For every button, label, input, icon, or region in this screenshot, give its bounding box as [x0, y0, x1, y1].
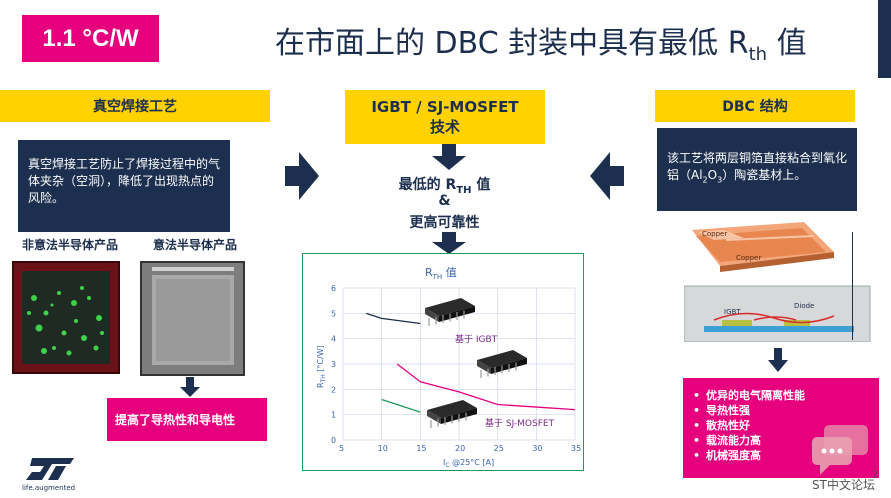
y-tick-label: 3: [331, 360, 336, 369]
y-tick-label: 0: [331, 436, 336, 445]
slide-title: 在市面上的 DBC 封装中具有最低 Rth 值: [275, 18, 875, 66]
vacuum-soldering-description: 真空焊接工艺防止了焊接过程中的气体夹杂（空洞），降低了出现热点的风险。: [18, 140, 230, 232]
logo-tagline: life.augmented: [22, 484, 76, 492]
igbt-annotation: 基于 IGBT: [455, 333, 498, 345]
dbc-diagram: Copper Copper IGBT Diode: [683, 222, 884, 343]
right-down-arrow-icon: [768, 348, 788, 376]
left-arrow-icon: [590, 152, 624, 204]
y-tick-label: 4: [331, 335, 336, 344]
st-product-label: 意法半导体产品: [153, 238, 238, 252]
x-tick-label: 35: [571, 444, 581, 453]
slide-title-subscript: th: [748, 44, 768, 65]
benefit-item: 机械强度高: [693, 448, 869, 463]
vacuum-soldering-heading: 真空焊接工艺: [0, 90, 270, 122]
y-tick-label: 6: [331, 284, 336, 293]
st-chip-image: [140, 261, 245, 376]
center-down-arrow-2-icon: [432, 232, 466, 258]
dbc-description: 该工艺将两层铜箔直接粘合到氧化铝（Al2O3）陶瓷基材上。: [657, 128, 857, 211]
forum-label: ST中文论坛: [812, 478, 875, 492]
y-tick-label: 2: [331, 385, 336, 394]
center-down-arrow-icon: [432, 144, 466, 174]
ampersand-text: &: [438, 193, 451, 209]
benefit-item: 优异的电气隔离性能: [693, 388, 869, 403]
sj-mosfet-module-image: [427, 400, 477, 428]
chat-bubble-icon: [812, 425, 874, 477]
y-tick-label: 5: [331, 309, 336, 318]
reliability-text: 更高可靠性: [409, 215, 480, 231]
dbc-structure-heading: DBC 结构: [655, 90, 855, 122]
x-tick-label: 10: [378, 444, 388, 453]
down-arrow-icon: [180, 377, 200, 401]
igbt-module-image: [425, 298, 475, 326]
lowest-rth-text: 最低的 RTH 值: [398, 177, 491, 196]
conductivity-result-box: 提高了导热性和导电性: [107, 398, 267, 441]
y-tick-label: 1: [331, 411, 336, 420]
x-tick-label: 20: [455, 444, 465, 453]
slide-title-end: 值: [767, 26, 807, 61]
series-line-2: [381, 398, 421, 413]
page-number: 2: [873, 470, 879, 479]
non-st-product-label: 非意法半导体产品: [22, 238, 119, 252]
x-tick-label: 15: [416, 444, 426, 453]
x-tick-label: 5: [339, 444, 344, 453]
benefit-item: 载流能力高: [693, 433, 869, 448]
x-tick-label: 25: [494, 444, 504, 453]
accent-bar: [878, 0, 891, 78]
igbt-label: IGBT: [724, 308, 741, 316]
non-st-chip-image: [12, 261, 120, 374]
series-line-0: [365, 312, 421, 325]
right-arrow-icon: [285, 152, 319, 204]
copper-top-label: Copper: [702, 230, 727, 238]
technology-heading: IGBT / SJ-MOSFET 技术: [345, 90, 545, 144]
slide-title-main: 在市面上的 DBC 封装中具有最低 R: [275, 26, 749, 61]
y-axis-label: RTH [°C/W]: [316, 345, 327, 388]
x-tick-label: 30: [532, 444, 542, 453]
series-line-1: [396, 363, 576, 411]
rating-badge: 1.1 °C/W: [22, 15, 159, 62]
benefit-item: 导热性强: [693, 403, 869, 418]
sj-mosfet-annotation: 基于 SJ-MOSFET: [485, 417, 555, 429]
x-axis-label: IC @25°C [A]: [443, 458, 494, 469]
copper-bottom-label: Copper: [736, 254, 761, 262]
right-connector-line: [852, 232, 853, 340]
benefits-list: 优异的电气隔离性能导热性强散热性好载流能力高机械强度高: [693, 388, 869, 463]
chart-title: RTH 值: [425, 266, 457, 281]
diode-label: Diode: [794, 302, 814, 310]
technology-heading-line2: 技术: [429, 118, 460, 136]
rth-chart: RTH 值 0 1 2 3 4 5 6 5 10 15 20 25 30 35 IC @25°C [A] RTH…: [302, 253, 584, 471]
technology-heading-line1: IGBT / SJ-MOSFET: [371, 98, 519, 116]
benefit-item: 散热性好: [693, 418, 869, 433]
st-logo: [22, 458, 84, 494]
module-image-2: [477, 350, 527, 378]
